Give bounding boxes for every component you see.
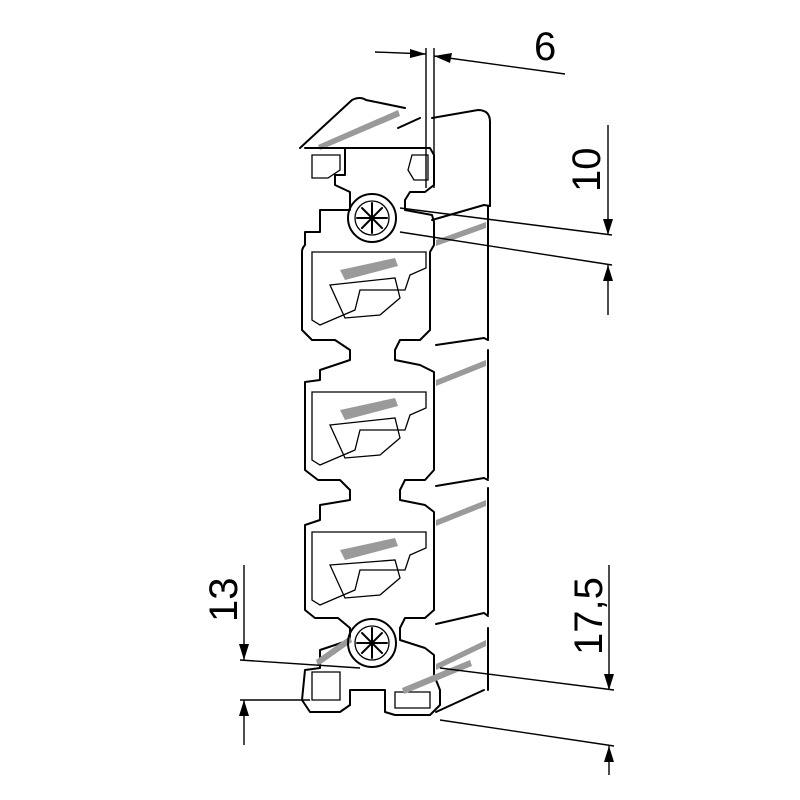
profile-front-outline [301,147,441,716]
center-bore-top [347,193,397,243]
dim-10-label: 10 [565,148,609,193]
dim-13-label: 13 [202,578,246,623]
dimension-10: 10 [399,125,613,315]
dimension-17-5: 17,5 [439,565,615,775]
center-bore-bottom [347,618,397,668]
dim-6-label: 6 [534,25,556,69]
dimension-13: 13 [202,565,361,745]
dimension-6: 6 [374,25,566,188]
profile-inner-cavities [311,251,427,606]
t-slots [311,154,472,709]
dim-17-5-label: 17,5 [567,577,611,655]
